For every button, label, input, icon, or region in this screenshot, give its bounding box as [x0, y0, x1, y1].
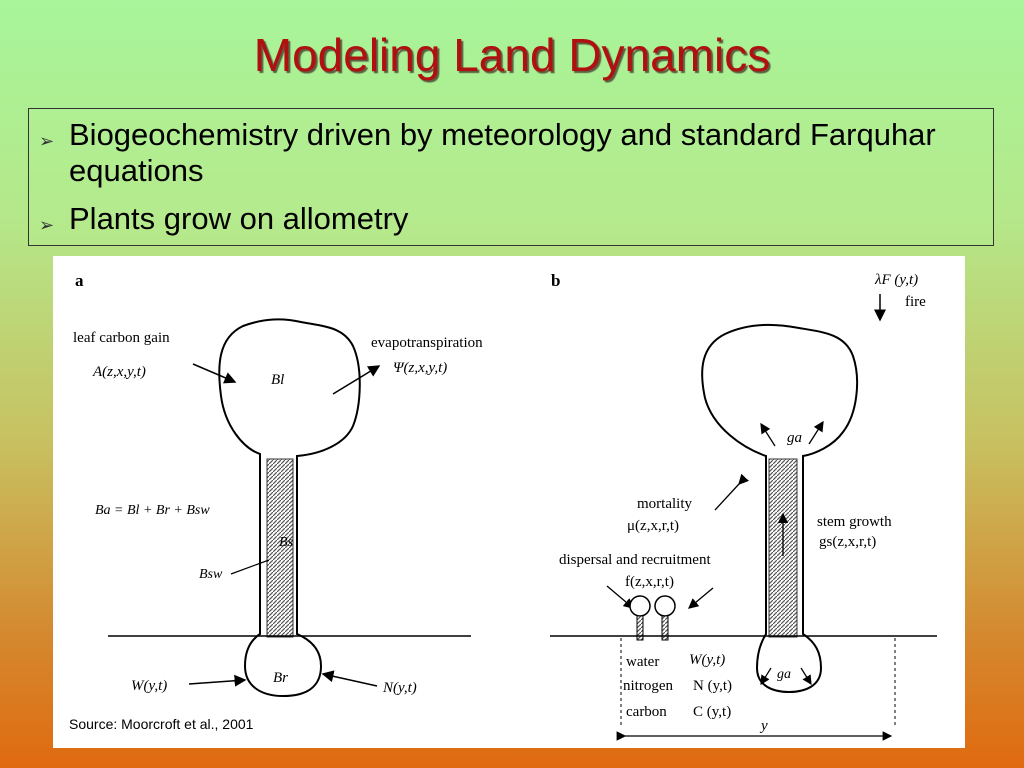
ga-top-label: ga — [787, 430, 802, 446]
nitrogen-input-label: N(y,t) — [382, 680, 417, 696]
stem-biomass-label: Bs — [279, 535, 294, 550]
arrow-bullet-icon: ➢ — [39, 215, 55, 235]
leaf-biomass-label: Bl — [271, 372, 284, 388]
mortality-label: mortality — [637, 496, 692, 512]
ga-bottom-label: ga — [777, 667, 791, 682]
dispersal-equation: f(z,x,r,t) — [625, 574, 674, 590]
carbon-equation: C (y,t) — [693, 704, 731, 720]
leaf-carbon-gain-label: leaf carbon gain — [73, 330, 170, 346]
diagram-svg: a leaf carbon gain A(z,x,y,t) evapotrans… — [73, 271, 937, 741]
evapotranspiration-label: evapotranspiration — [371, 335, 483, 351]
panel-b-tree-outline — [701, 323, 859, 694]
fire-label: fire — [905, 294, 926, 310]
biomass-equation: Ba = Bl + Br + Bsw — [95, 503, 210, 518]
seedling-icons — [629, 595, 676, 641]
arrow-bullet-icon: ➢ — [39, 131, 55, 151]
y-axis-label: y — [759, 718, 768, 734]
fire-rate-label: λF (y,t) — [874, 272, 918, 288]
dispersal-label: dispersal and recruitment — [559, 552, 711, 568]
sapwood-biomass-label: Bsw — [199, 567, 223, 582]
bullet-text: Biogeochemistry driven by meteorology an… — [69, 117, 936, 188]
root-biomass-label: Br — [273, 670, 288, 686]
panel-b-label: b — [551, 271, 560, 290]
bullet-box: ➢ Biogeochemistry driven by meteorology … — [28, 108, 994, 246]
water-input-label: W(y,t) — [131, 678, 167, 694]
evapotranspiration-equation: Ψ(z,x,y,t) — [393, 360, 447, 376]
source-caption: Source: Moorcroft et al., 2001 — [69, 716, 254, 732]
ga-bottom-left-arrow — [760, 667, 772, 686]
panel-a-label: a — [75, 271, 84, 290]
stem-growth-label: stem growth — [817, 514, 892, 530]
mortality-arrow — [714, 473, 749, 511]
ga-right-arrow — [808, 420, 824, 445]
water-input-arrow — [188, 674, 247, 687]
panel-a-tree-outline — [218, 318, 361, 698]
dispersal-right-arrow — [688, 587, 714, 609]
water-equation: W(y,t) — [689, 652, 725, 668]
nitrogen-equation: N (y,t) — [693, 678, 732, 694]
dispersal-left-arrow — [606, 585, 634, 609]
ga-bottom-right-arrow — [800, 667, 812, 686]
panel-a-stem-hatch — [266, 458, 294, 638]
diagram-figure: a leaf carbon gain A(z,x,y,t) evapotrans… — [53, 256, 965, 748]
bullet-text: Plants grow on allometry — [69, 201, 409, 236]
page-title: Modeling Land Dynamics — [253, 29, 771, 81]
panel-b-stem-hatch — [768, 458, 798, 638]
water-label: water — [626, 654, 659, 670]
stem-growth-equation: gs(z,x,r,t) — [819, 534, 876, 550]
mortality-equation: μ(z,x,r,t) — [627, 518, 679, 534]
carbon-gain-arrow — [192, 363, 237, 384]
leaf-carbon-equation: A(z,x,y,t) — [92, 364, 146, 380]
nitrogen-label: nitrogen — [623, 678, 673, 694]
evapotranspiration-arrow — [332, 365, 381, 395]
ga-left-arrow — [760, 422, 776, 447]
sapwood-pointer-line — [230, 559, 270, 575]
nitrogen-input-arrow — [321, 670, 378, 687]
carbon-label: carbon — [626, 704, 667, 720]
